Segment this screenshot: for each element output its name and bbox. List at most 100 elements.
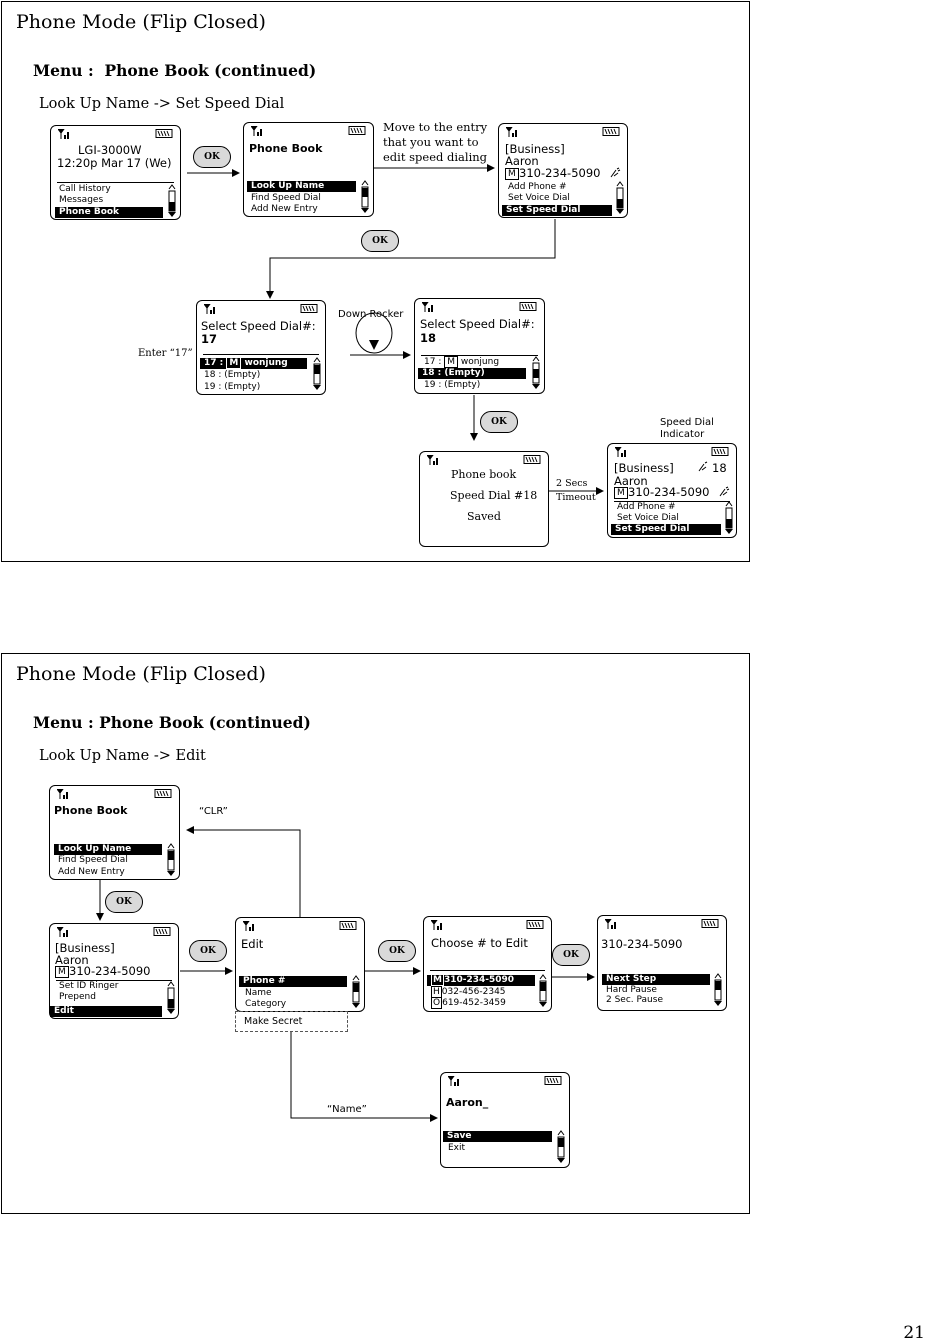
menu-item[interactable]: Hard Pause — [606, 985, 657, 995]
menu-item[interactable]: 19 : (Empty) — [424, 380, 481, 390]
screen-select-speed-dial-18: Select Speed Dial#: 18 17 : M wonjung 18… — [414, 298, 545, 394]
scrollbar[interactable] — [167, 184, 177, 218]
battery-icon — [348, 126, 366, 135]
menu-item[interactable]: Add Phone # — [617, 502, 676, 512]
scrollbar[interactable] — [538, 974, 548, 1008]
menu-item-selected[interactable]: Set Speed Dial — [611, 524, 721, 535]
bottom-path: Look Up Name -> Edit — [39, 748, 206, 764]
battery-icon — [339, 921, 357, 930]
menu-item-selected[interactable]: Look Up Name — [54, 844, 162, 855]
saved-line: Saved — [467, 510, 501, 523]
menu-item[interactable]: Find Speed Dial — [251, 193, 321, 203]
mobile-badge: M — [431, 974, 444, 986]
contact-category: [Business] — [55, 941, 115, 955]
menu-item[interactable]: Add New Entry — [251, 204, 318, 214]
note-enter-17: Enter “17” — [138, 348, 193, 359]
menu-item[interactable]: Messages — [59, 195, 104, 205]
menu-item[interactable]: Set Voice Dial — [508, 193, 570, 203]
menu-item[interactable]: Add Phone # — [508, 182, 567, 192]
top-menu-heading: Menu : Phone Book (continued) — [33, 61, 317, 80]
screen-contact-detail: [Business] Aaron M 310-234-5090 Set ID R… — [49, 923, 179, 1019]
screen-phone-book: Phone Book Look Up Name Find Speed Dial … — [243, 122, 374, 217]
voice-dial-icon — [719, 486, 730, 497]
signal-icon — [605, 919, 616, 929]
ok-button[interactable]: OK — [361, 230, 399, 252]
ok-button[interactable]: OK — [552, 944, 590, 966]
menu-item[interactable]: Exit — [448, 1143, 466, 1153]
signal-icon — [427, 455, 438, 465]
menu-item[interactable]: Category — [245, 999, 287, 1009]
scrollbar[interactable] — [360, 180, 370, 214]
menu-item-make-secret[interactable]: Make Secret — [235, 1011, 348, 1032]
ok-button[interactable]: OK — [193, 146, 231, 168]
screen-name-edit: Aaron_ Save Exit — [440, 1072, 570, 1168]
signal-icon — [448, 1076, 459, 1086]
menu-item[interactable]: 17 : M wonjung — [424, 356, 500, 368]
ok-button[interactable]: OK — [189, 940, 227, 962]
menu-item-selected[interactable]: Set Speed Dial — [502, 205, 612, 216]
number-input[interactable]: 310-234-5090 — [601, 937, 683, 951]
menu-item-selected[interactable]: Next Step — [602, 974, 710, 985]
scrollbar[interactable] — [166, 843, 176, 877]
contact-name: Aaron — [505, 154, 539, 168]
menu-item-selected[interactable]: 18 : (Empty) — [418, 368, 526, 379]
menu-item[interactable]: Add New Entry — [58, 867, 125, 877]
signal-icon — [57, 789, 68, 799]
menu-item-selected[interactable]: Phone # — [239, 976, 347, 987]
speed-dial-value: 18 — [420, 331, 437, 345]
scrollbar[interactable] — [166, 981, 176, 1015]
battery-icon — [602, 127, 620, 136]
ok-button[interactable]: OK — [480, 411, 518, 433]
menu-item[interactable]: Prepend — [59, 992, 96, 1002]
menu-item[interactable]: 18 : (Empty) — [204, 370, 261, 380]
menu-item[interactable]: Call History — [59, 184, 111, 194]
scrollbar[interactable] — [615, 181, 625, 215]
scrollbar[interactable] — [713, 973, 723, 1007]
top-path: Look Up Name -> Set Speed Dial — [39, 96, 285, 112]
battery-icon — [300, 304, 318, 313]
scrollbar[interactable] — [351, 975, 361, 1009]
menu-item[interactable]: Find Speed Dial — [58, 855, 128, 865]
scrollbar[interactable] — [531, 356, 541, 390]
scrollbar[interactable] — [724, 501, 734, 535]
menu-item-selected[interactable]: 17 : M wonjung — [200, 357, 307, 369]
contact-name: Aaron — [614, 474, 648, 488]
screen-title: Select Speed Dial#: — [201, 319, 316, 333]
name-input[interactable]: Aaron_ — [446, 1096, 489, 1109]
ok-button[interactable]: OK — [378, 940, 416, 962]
ok-button[interactable]: OK — [105, 891, 143, 913]
signal-icon — [58, 129, 69, 139]
voice-dial-icon — [610, 167, 621, 178]
menu-item[interactable]: Set ID Ringer — [59, 981, 119, 991]
mobile-badge: M — [55, 966, 69, 978]
menu-item-selected[interactable]: Save — [443, 1131, 552, 1142]
menu-item[interactable]: 19 : (Empty) — [204, 382, 261, 392]
screen-phone-book: Phone Book Look Up Name Find Speed Dial … — [49, 785, 180, 880]
screen-number-edit: 310-234-5090 Next Step Hard Pause 2 Sec.… — [597, 915, 727, 1011]
contact-number: 310-234-5090 — [69, 964, 151, 978]
scrollbar[interactable] — [556, 1130, 566, 1164]
battery-icon — [526, 920, 544, 929]
menu-item[interactable]: Name — [245, 988, 272, 998]
menu-item-selected[interactable]: Edit — [50, 1006, 162, 1017]
contact-category: [Business] — [505, 142, 565, 156]
bottom-menu-heading: Menu : Phone Book (continued) — [33, 713, 311, 732]
menu-item[interactable]: 2 Sec. Pause — [606, 995, 663, 1005]
screen-select-speed-dial-17: Select Speed Dial#: 17 17 : M wonjung 18… — [196, 300, 326, 395]
screen-saved: Phone book Speed Dial #18 Saved — [419, 451, 549, 547]
contact-name: Aaron — [55, 953, 89, 967]
menu-item[interactable]: Set Voice Dial — [617, 513, 679, 523]
menu-item-selected[interactable]: Phone Book — [55, 207, 163, 218]
battery-icon — [711, 447, 729, 456]
menu-item-selected[interactable]: Look Up Name — [247, 181, 356, 192]
mobile-badge: M — [444, 356, 458, 368]
scrollbar[interactable] — [312, 357, 322, 391]
screen-contact-speed-dial: [Business] 18 Aaron M 310-234-5090 Add P… — [607, 443, 737, 538]
